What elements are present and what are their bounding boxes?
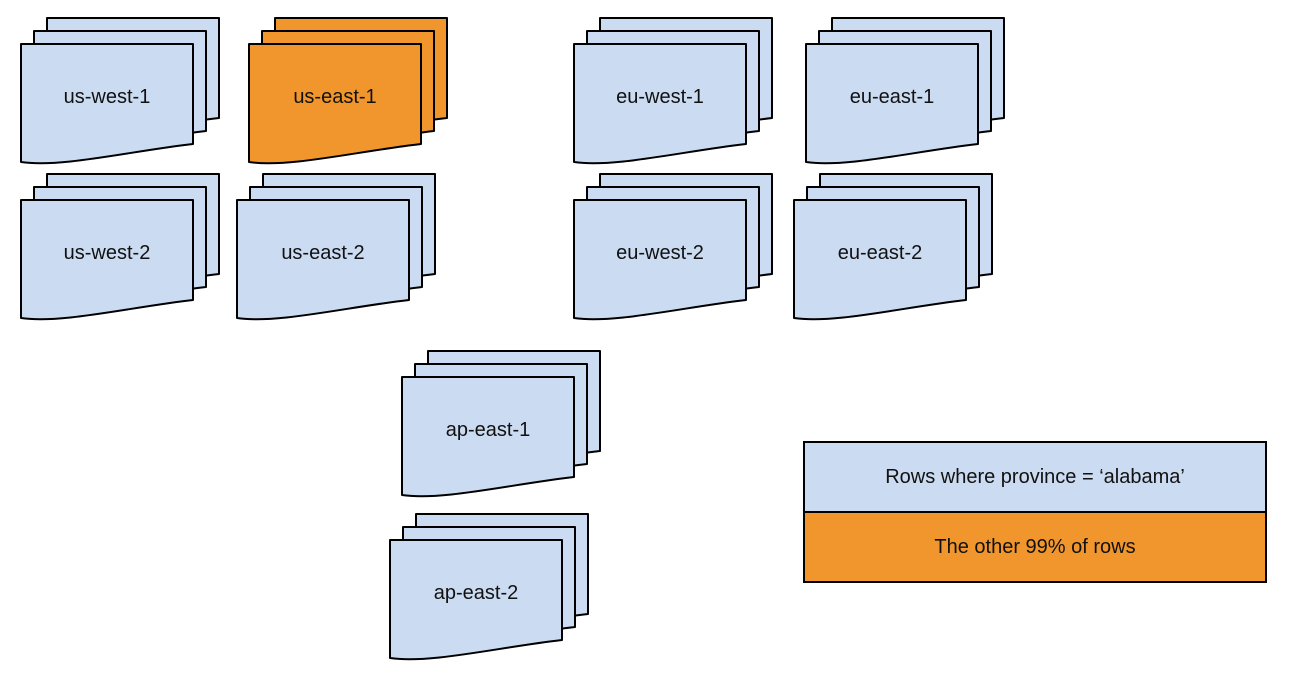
legend-row-other: The other 99% of rows <box>805 511 1265 581</box>
region-label: eu-east-2 <box>837 241 923 264</box>
region-label: ap-east-2 <box>433 581 519 604</box>
legend-label-alabama: Rows where province = ‘alabama’ <box>885 465 1185 488</box>
legend-label-other: The other 99% of rows <box>934 535 1136 558</box>
region-label: eu-west-1 <box>616 85 704 108</box>
doc-stack-eu-west-2: eu-west-2 <box>572 172 774 324</box>
region-label: ap-east-1 <box>445 418 531 441</box>
legend: Rows where province = ‘alabama’ The othe… <box>803 441 1267 583</box>
doc-stack-eu-east-2: eu-east-2 <box>792 172 994 324</box>
region-label: us-west-2 <box>63 241 151 264</box>
doc-stack-eu-east-1: eu-east-1 <box>804 16 1006 168</box>
doc-stack-ap-east-1: ap-east-1 <box>400 349 602 501</box>
doc-stack-us-west-1: us-west-1 <box>19 16 221 168</box>
region-label: us-west-1 <box>63 85 151 108</box>
doc-stack-us-east-1: us-east-1 <box>247 16 449 168</box>
doc-stack-ap-east-2: ap-east-2 <box>388 512 590 664</box>
region-label: eu-east-1 <box>849 85 935 108</box>
region-label: us-east-1 <box>293 85 377 108</box>
region-label: eu-west-2 <box>616 241 704 264</box>
region-label: us-east-2 <box>281 241 365 264</box>
legend-row-alabama: Rows where province = ‘alabama’ <box>805 443 1265 511</box>
doc-stack-eu-west-1: eu-west-1 <box>572 16 774 168</box>
doc-stack-us-west-2: us-west-2 <box>19 172 221 324</box>
doc-stack-us-east-2: us-east-2 <box>235 172 437 324</box>
